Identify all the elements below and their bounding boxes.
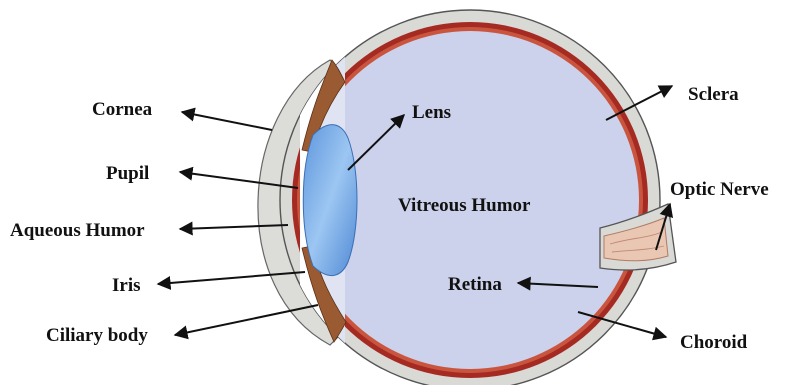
label-choroid: Choroid (680, 333, 747, 352)
label-optic-nerve: Optic Nerve (670, 180, 769, 199)
label-sclera: Sclera (688, 85, 739, 104)
label-retina: Retina (448, 275, 502, 294)
label-pupil: Pupil (106, 164, 149, 183)
lens-shape (303, 125, 357, 276)
label-ciliary-body: Ciliary body (46, 326, 148, 345)
label-lens: Lens (412, 103, 451, 122)
label-cornea: Cornea (92, 100, 152, 119)
cornea-arrow (182, 112, 272, 130)
ciliary-body-arrow (175, 305, 318, 335)
label-vitreous-humor: Vitreous Humor (398, 196, 530, 215)
label-iris: Iris (112, 276, 141, 295)
label-aqueous-humor: Aqueous Humor (10, 221, 145, 240)
